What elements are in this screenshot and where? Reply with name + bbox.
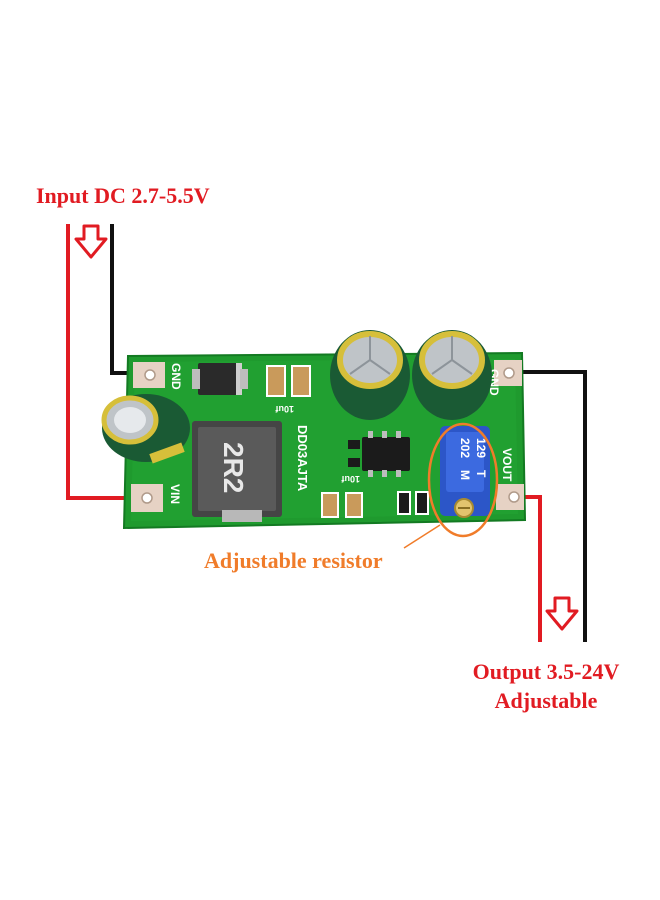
resistor-pointer-line [403, 524, 441, 549]
trimmer-marking-1: 129 [474, 438, 488, 458]
input-gnd-wire [110, 224, 150, 375]
inductor: 2R2 [192, 421, 282, 522]
label-vin: VIN [168, 484, 182, 504]
output-spec-label: Output 3.5-24V Adjustable [446, 657, 646, 715]
smd-cap-4 [345, 492, 363, 518]
trimmer-marking-2: T [474, 470, 488, 478]
electrolytic-cap-left [101, 394, 190, 464]
smd-cap-3 [321, 492, 339, 518]
resistor-highlight-ring [427, 422, 499, 538]
input-vin-wire [66, 224, 146, 500]
cap-marking-bottom: 10uf [340, 474, 360, 484]
pcb-board: GND VIN GND VOUT 10uf 2R2 DD03AJTA [101, 330, 527, 549]
output-spec-line1: Output 3.5-24V [472, 659, 620, 684]
electrolytic-cap-top-1 [330, 330, 410, 420]
output-spec-line2: Adjustable [494, 688, 598, 713]
electrolytic-cap-top-2 [412, 330, 492, 420]
cap-marking-top: 10uf [274, 404, 294, 414]
label-vout: VOUT [500, 448, 514, 482]
trimmer-marking-4: M [458, 470, 472, 480]
trimmer-marking-3: 202 [458, 438, 472, 458]
smd-resistor-1 [397, 491, 411, 515]
inductor-marking: 2R2 [218, 442, 249, 493]
smd-cap-1 [266, 365, 286, 397]
label-gnd-left: GND [169, 363, 183, 390]
smd-resistor-2 [415, 491, 429, 515]
adjustable-resistor-label: Adjustable resistor [204, 548, 383, 573]
input-spec-label: Input DC 2.7-5.5V [36, 183, 210, 208]
input-arrow-icon [74, 224, 108, 259]
diode [198, 363, 242, 395]
smd-cap-2 [291, 365, 311, 397]
output-gnd-wire [511, 370, 587, 642]
model-marking: DD03AJTA [295, 425, 310, 492]
ic-chip [348, 431, 410, 477]
trimmer-potentiometer: 129 T 202 M [440, 426, 490, 518]
output-arrow-icon [545, 596, 579, 631]
